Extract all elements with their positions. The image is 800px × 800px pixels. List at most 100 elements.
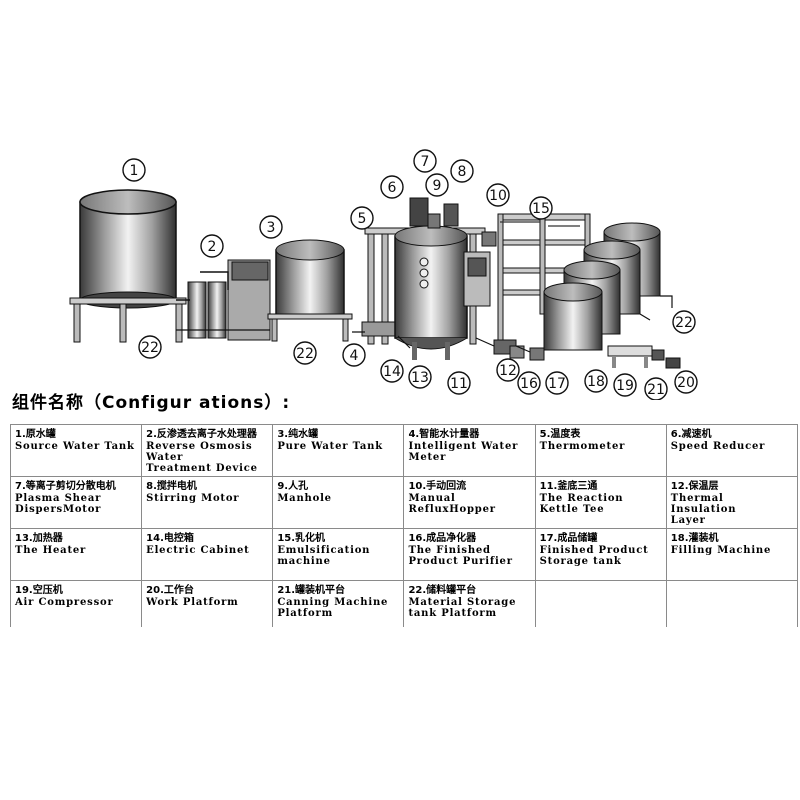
component-name-cn: 15.乳化机 bbox=[277, 533, 326, 544]
component-name-en: Source Water Tank bbox=[15, 441, 135, 452]
component-name-en: Stirring Motor bbox=[146, 493, 240, 504]
callout-number: 18 bbox=[587, 374, 605, 390]
callout-20: 20 bbox=[674, 370, 698, 394]
callout-11: 11 bbox=[447, 371, 471, 395]
callout-number: 10 bbox=[489, 188, 507, 204]
callout-number: 22 bbox=[675, 315, 693, 331]
reaction-kettle bbox=[394, 197, 468, 360]
callout-number: 8 bbox=[458, 164, 467, 180]
component-name-en: Air Compressor bbox=[15, 597, 114, 608]
component-name-cn: 2.反渗透去离子水处理器 bbox=[146, 429, 257, 440]
component-name-cn: 11.釜底三通 bbox=[539, 481, 598, 492]
callout-number: 20 bbox=[677, 375, 695, 391]
component-name-cn: 12.保温层 bbox=[670, 481, 719, 492]
callout-16: 16 bbox=[517, 371, 541, 395]
callout-7: 7 bbox=[413, 149, 437, 173]
component-name-cn: 20.工作台 bbox=[146, 585, 194, 596]
section-heading: 组件名称（Configur ations）: bbox=[12, 393, 291, 413]
electric-cabinet bbox=[463, 231, 497, 307]
component-name-cn: 4.智能水计量器 bbox=[408, 429, 480, 440]
component-name-cn: 22.储料罐平台 bbox=[408, 585, 477, 596]
callout-number: 7 bbox=[421, 154, 430, 170]
component-name-en: Speed Reducer bbox=[670, 441, 766, 452]
component-name-cn: 1.原水罐 bbox=[15, 429, 56, 440]
callout-21: 21 bbox=[644, 377, 668, 400]
component-name-cn: 21.罐装机平台 bbox=[277, 585, 346, 596]
component-name-en: Emulsification machine bbox=[277, 545, 371, 567]
callout-number: 14 bbox=[383, 364, 401, 380]
callout-2: 2 bbox=[200, 234, 224, 258]
component-name-en: Canning Machine Platform bbox=[277, 597, 389, 619]
callout-number: 9 bbox=[433, 178, 442, 194]
callout-17: 17 bbox=[545, 371, 569, 395]
callout-number: 19 bbox=[616, 378, 634, 394]
callout-number: 17 bbox=[548, 376, 566, 392]
callout-5: 5 bbox=[350, 206, 374, 230]
callout-18: 18 bbox=[584, 369, 608, 393]
component-name-en: Pure Water Tank bbox=[277, 441, 383, 452]
component-cell bbox=[665, 580, 799, 627]
component-name-en: Thermal Insulation Layer bbox=[670, 493, 737, 526]
callout-number: 16 bbox=[520, 376, 538, 392]
finished-product-tanks bbox=[543, 222, 673, 351]
emulsification-machine bbox=[475, 337, 545, 361]
component-name-en: The Reaction Kettle Tee bbox=[539, 493, 624, 515]
callout-number: 4 bbox=[350, 348, 359, 364]
callout-number: 3 bbox=[267, 220, 276, 236]
component-name-cn: 9.人孔 bbox=[277, 481, 309, 492]
callout-10: 10 bbox=[486, 183, 510, 207]
component-name-cn: 13.加热器 bbox=[15, 533, 63, 544]
component-name-cn: 8.搅拌电机 bbox=[146, 481, 197, 492]
component-name-en: Thermometer bbox=[539, 441, 626, 452]
callout-6: 6 bbox=[380, 175, 404, 199]
callout-24: 22 bbox=[293, 341, 317, 365]
callout-8: 8 bbox=[450, 159, 474, 183]
component-name-en: The Finished Product Purifier bbox=[408, 545, 513, 567]
component-name-cn: 19.空压机 bbox=[15, 585, 63, 596]
component-name-cn: 6.减速机 bbox=[670, 429, 712, 440]
component-name-cn: 5.温度表 bbox=[539, 429, 581, 440]
callout-number: 1 bbox=[130, 163, 139, 179]
callout-19: 19 bbox=[613, 373, 637, 397]
component-name-en: Manual RefluxHopper bbox=[408, 493, 496, 515]
component-name-en: Finished Product Storage tank bbox=[539, 545, 649, 567]
component-name-cn: 7.等离子剪切分散电机 bbox=[15, 481, 116, 492]
callout-number: 12 bbox=[499, 363, 517, 379]
component-name-en: Reverse Osmosis Water Treatment Device bbox=[146, 441, 258, 474]
callout-number: 15 bbox=[532, 201, 550, 217]
callout-number: 6 bbox=[388, 180, 397, 196]
callout-number: 22 bbox=[296, 346, 314, 362]
callout-number: 5 bbox=[358, 211, 367, 227]
component-name-en: Material Storage tank Platform bbox=[408, 597, 517, 619]
callout-4: 4 bbox=[342, 343, 366, 367]
callout-9: 9 bbox=[425, 173, 449, 197]
callout-12: 12 bbox=[496, 358, 520, 382]
component-name-cn: 18.灌装机 bbox=[670, 533, 719, 544]
filling-machine bbox=[607, 345, 681, 369]
callout-number: 13 bbox=[411, 370, 429, 386]
callout-23: 22 bbox=[138, 335, 162, 359]
callout-15: 15 bbox=[529, 196, 553, 220]
component-name-en: Electric Cabinet bbox=[146, 545, 250, 556]
